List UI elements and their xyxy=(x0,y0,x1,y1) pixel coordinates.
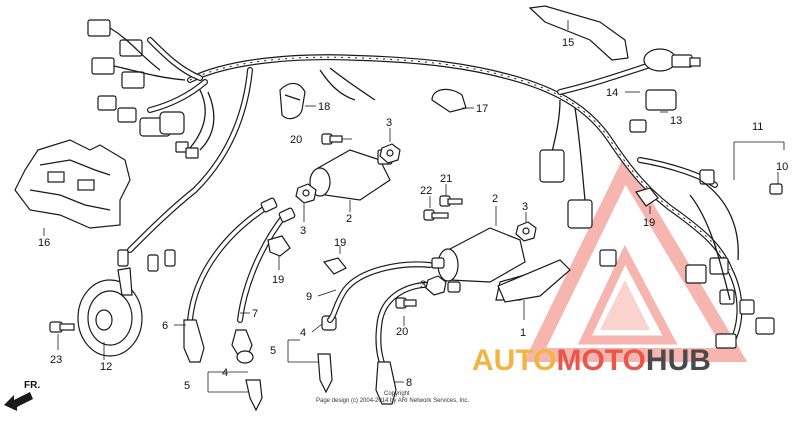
nut-part-3-lower xyxy=(515,221,537,242)
connectors-lower-left xyxy=(117,249,176,272)
clip-part-19-right xyxy=(635,187,659,207)
bracket-part-15 xyxy=(528,5,629,61)
front-direction-arrow: FR. xyxy=(4,380,40,411)
horn-part-12 xyxy=(77,267,143,357)
part-label-23: 23 xyxy=(50,354,62,366)
part-label-19-right: 19 xyxy=(643,217,655,229)
watermark-text: AUTOMOTOHUB xyxy=(472,344,711,377)
connector-cluster-upper-left xyxy=(87,19,199,159)
plug-cap-parts-4-5-left xyxy=(245,379,263,412)
spark-plug-lead-parts-8-9 xyxy=(327,261,443,405)
part-label-3-upper: 3 xyxy=(386,117,392,129)
part-label-1: 1 xyxy=(520,327,526,339)
part-label-20-lower: 20 xyxy=(396,326,408,338)
coil-part-14 xyxy=(643,48,701,72)
ignition-coil-part-2-upper xyxy=(309,149,393,201)
svg-text:AUTOMOTOHUB: AUTOMOTOHUB xyxy=(472,344,711,377)
svg-text:Copyright: Copyright xyxy=(384,391,410,397)
mount-part-1 xyxy=(497,259,571,303)
part-label-5-center: 5 xyxy=(270,345,276,357)
part-label-21: 21 xyxy=(440,173,452,185)
spark-plug-lead-parts-6-7 xyxy=(183,197,296,364)
part-label-19-center: 19 xyxy=(334,237,346,249)
bolt-parts-21-22 xyxy=(423,195,463,221)
part-label-19-left: 19 xyxy=(272,274,284,286)
part-label-3-left: 3 xyxy=(300,225,306,237)
copyright-notice: Copyright Page design (c) 2004-2014 by A… xyxy=(316,391,469,404)
nut-part-3-upper xyxy=(379,143,401,164)
part-label-20-upper: 20 xyxy=(290,134,302,146)
svg-text:Page design (c) 2004-2014 by A: Page design (c) 2004-2014 by ARI Network… xyxy=(316,398,469,404)
part-label-5-left: 5 xyxy=(184,380,190,392)
nut-part-3-mid xyxy=(295,183,317,204)
part-number-labels: 1 2 2 3 3 3 3 4 4 5 5 6 7 8 9 10 11 12 1… xyxy=(38,37,788,392)
part-label-9: 9 xyxy=(306,291,312,303)
part-label-11: 11 xyxy=(752,121,763,133)
connector-part-13 xyxy=(629,89,677,133)
part-label-10: 10 xyxy=(776,161,788,173)
part-label-4-left: 4 xyxy=(222,367,228,379)
part-label-15: 15 xyxy=(562,37,574,49)
nut-part-3-center xyxy=(425,275,447,296)
part-label-18: 18 xyxy=(318,101,330,113)
part-label-16: 16 xyxy=(38,237,50,249)
part-label-14: 14 xyxy=(606,87,618,99)
part-label-6: 6 xyxy=(162,320,168,332)
clip-part-19-center xyxy=(322,257,347,275)
plug-cap-parts-4-5-center xyxy=(317,315,337,394)
clip-part-17 xyxy=(431,88,467,113)
clamp-part-18 xyxy=(279,82,306,120)
part-label-4-center: 4 xyxy=(300,327,306,339)
bracket-part-16 xyxy=(14,139,131,229)
bolt-part-23 xyxy=(49,321,75,333)
part-label-13: 13 xyxy=(670,115,682,127)
leader-lines xyxy=(43,20,785,393)
part-label-2-lower: 2 xyxy=(492,193,498,205)
svg-text:FR.: FR. xyxy=(24,380,40,391)
watermark-logo xyxy=(523,155,748,362)
part-label-3-center: 3 xyxy=(420,279,426,291)
part-label-17: 17 xyxy=(476,103,488,115)
part-label-22: 22 xyxy=(420,185,432,197)
part-label-12: 12 xyxy=(100,361,112,373)
part-label-7: 7 xyxy=(252,308,258,320)
part-label-8: 8 xyxy=(406,377,412,389)
part-label-3-right: 3 xyxy=(522,201,528,213)
clip-part-19-left xyxy=(267,235,291,257)
connector-cluster-right xyxy=(539,149,783,349)
screw-part-20-upper xyxy=(321,133,343,145)
part-label-2-upper: 2 xyxy=(346,213,352,225)
screw-part-20-lower xyxy=(395,297,417,309)
